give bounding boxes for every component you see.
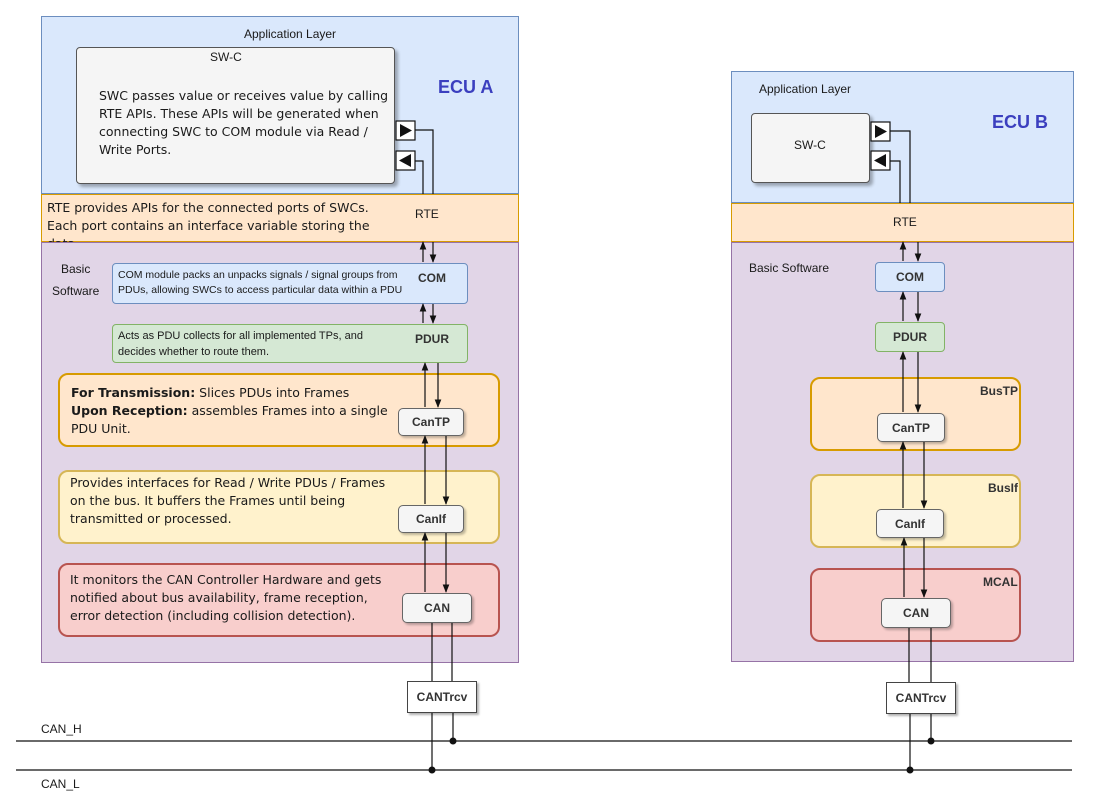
ecu-a-pdur-label: PDUR: [415, 332, 450, 346]
ecu-b-rte-label: RTE: [893, 215, 917, 229]
ecu-a-can-l-junction: [428, 766, 436, 774]
ecu-a-bsw-label-line1: Basic: [61, 262, 91, 276]
ecu-a-bsw-label-line2: Software: [52, 284, 100, 298]
ecu-a-application-layer-label: Application Layer: [244, 27, 337, 41]
ecu-a-cantp-tx-heading: For Transmission:: [71, 385, 196, 400]
ecu-a-com[interactable]: [112, 263, 468, 304]
ecu-a-swc-title: SW-C: [210, 50, 242, 64]
ecu-a-cantp-box[interactable]: CanTP: [398, 408, 464, 436]
ecu-a-rte: [41, 194, 519, 242]
ecu-a-cantp-tx-text: Slices PDUs into Frames: [195, 385, 350, 400]
ecu-b-canif-box[interactable]: CanIf: [876, 509, 944, 538]
ecu-b-bustp-label: BusTP: [980, 384, 1019, 398]
ecu-a-can-box[interactable]: CAN: [402, 593, 472, 623]
ecu-b-swc[interactable]: [751, 113, 870, 183]
ecu-a-cantrcv[interactable]: CANTrcv: [407, 681, 477, 713]
ecu-a-swc-description: SWC passes value or receives value by ca…: [99, 88, 389, 157]
ecu-a-rte-label: RTE: [415, 207, 439, 221]
ecu-b-can-l-junction: [906, 766, 914, 774]
ecu-b-cantp-box[interactable]: CanTP: [877, 413, 945, 442]
ecu-a-can-h-junction: [449, 737, 457, 745]
ecu-b-application-layer-label: Application Layer: [759, 82, 852, 96]
ecu-b-mcal-label: MCAL: [983, 575, 1018, 589]
ecu-b-cantrcv[interactable]: CANTrcv: [886, 682, 956, 714]
ecu-a-title: ECU A: [438, 77, 494, 97]
ecu-a-cantp-rx-text: assembles Frames into a single PDU Unit.: [71, 403, 388, 436]
ecu-a-swc[interactable]: [76, 47, 395, 184]
can-l-label: CAN_L: [41, 777, 80, 791]
ecu-a-pdur-description: Acts as PDU collects for all implemented…: [118, 330, 363, 358]
ecu-b-busif-label: BusIf: [988, 481, 1018, 495]
ecu-a-com-description: COM module packs an unpacks signals / si…: [118, 269, 403, 296]
ecu-a-cantp-rx-heading: Upon Reception:: [71, 403, 188, 418]
ecu-a-can-description: It monitors the CAN Controller Hardware …: [70, 572, 382, 623]
ecu-a-cantp-description: For Transmission: Slices PDUs into Frame…: [71, 384, 389, 438]
ecu-b-can-h-junction: [927, 737, 935, 745]
ecu-a-canif-box[interactable]: CanIf: [398, 505, 464, 533]
ecu-a-pdur[interactable]: [112, 324, 468, 363]
ecu-b-swc-title: SW-C: [794, 138, 826, 152]
ecu-a-canif-description: Provides interfaces for Read / Write PDU…: [70, 475, 386, 526]
ecu-b-bsw-label: Basic Software: [749, 261, 830, 275]
ecu-b-can-box[interactable]: CAN: [881, 598, 951, 628]
ecu-b-title: ECU B: [992, 112, 1049, 132]
ecu-a-com-label: COM: [418, 271, 446, 285]
can-h-label: CAN_H: [41, 722, 82, 736]
ecu-b-com[interactable]: COM: [875, 262, 945, 292]
ecu-b-pdur[interactable]: PDUR: [875, 322, 945, 352]
